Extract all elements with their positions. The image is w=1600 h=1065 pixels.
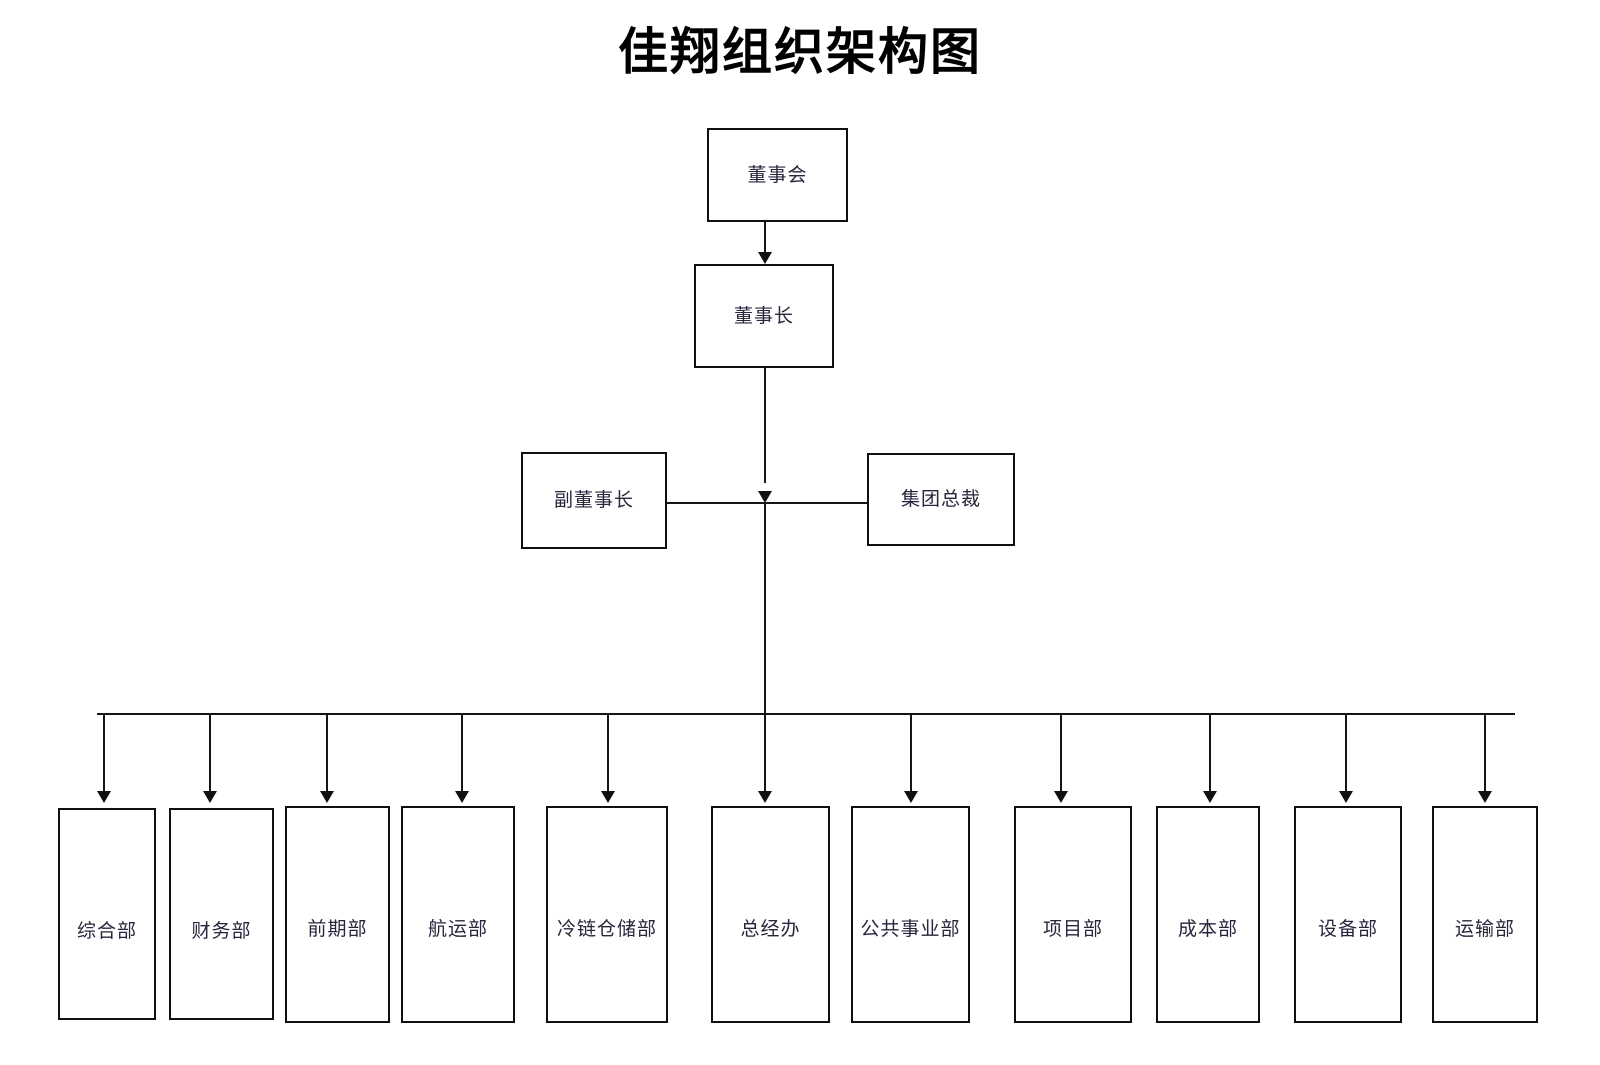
node-label-dept8: 项目部 (1042, 918, 1103, 940)
arrowhead-dept6 (758, 791, 772, 803)
node-label-dept11: 运输部 (1454, 918, 1515, 940)
node-label-chairman: 董事长 (733, 304, 794, 327)
node-board[interactable]: 董事会 (707, 128, 848, 222)
node-department-preliminary[interactable]: 前期部 (285, 806, 390, 1023)
arrowhead-dept5 (601, 791, 615, 803)
drop-line-dept4 (461, 713, 463, 793)
node-department-cold-chain-warehousing[interactable]: 冷链仓储部 (546, 806, 668, 1023)
arrowhead-dept4 (455, 791, 469, 803)
node-label-dept5: 冷链仓储部 (556, 918, 657, 940)
arrowhead-spine-junction (758, 491, 772, 503)
node-department-finance[interactable]: 财务部 (169, 808, 274, 1020)
drop-line-dept5 (607, 713, 609, 793)
node-department-public-utilities[interactable]: 公共事业部 (851, 806, 970, 1023)
node-label-dept4: 航运部 (427, 918, 488, 940)
node-label-dept3: 前期部 (307, 918, 368, 940)
drop-line-dept8 (1060, 713, 1062, 793)
node-label-group-president: 集团总裁 (900, 488, 981, 510)
arrowhead-dept1 (97, 791, 111, 803)
node-group-president[interactable]: 集团总裁 (867, 453, 1015, 546)
node-department-project[interactable]: 项目部 (1014, 806, 1132, 1023)
drop-line-dept6 (764, 713, 766, 793)
drop-line-dept10 (1345, 713, 1347, 793)
department-bus-line (97, 713, 1515, 715)
arrowhead-dept2 (203, 791, 217, 803)
connector-chairman-to-spine (764, 368, 766, 483)
node-chairman[interactable]: 董事长 (694, 264, 834, 368)
node-label-dept7: 公共事业部 (860, 918, 961, 940)
drop-line-dept1 (103, 713, 105, 793)
node-label-dept1: 综合部 (76, 920, 137, 942)
node-department-equipment[interactable]: 设备部 (1294, 806, 1402, 1023)
arrowhead-chairman (758, 252, 772, 264)
connector-board-to-chairman (764, 222, 766, 252)
arrowhead-dept8 (1054, 791, 1068, 803)
page-title: 佳翔组织架构图 (618, 22, 982, 81)
drop-line-dept2 (209, 713, 211, 793)
drop-line-dept7 (910, 713, 912, 793)
node-department-general-managers-office[interactable]: 总经办 (711, 806, 830, 1023)
node-label-dept10: 设备部 (1317, 918, 1378, 940)
connector-spine-to-president (765, 502, 867, 504)
node-label-vice-chairman: 副董事长 (553, 489, 634, 511)
node-label-dept2: 财务部 (191, 920, 252, 942)
arrowhead-dept9 (1203, 791, 1217, 803)
arrowhead-dept10 (1339, 791, 1353, 803)
connector-spine-to-bus (764, 502, 766, 715)
drop-line-dept3 (326, 713, 328, 793)
node-department-shipping[interactable]: 航运部 (401, 806, 515, 1023)
node-department-general-affairs[interactable]: 综合部 (58, 808, 156, 1020)
node-department-transportation[interactable]: 运输部 (1432, 806, 1538, 1023)
node-label-dept6: 总经办 (740, 918, 801, 940)
arrowhead-dept7 (904, 791, 918, 803)
drop-line-dept11 (1484, 713, 1486, 793)
drop-line-dept9 (1209, 713, 1211, 793)
node-department-cost[interactable]: 成本部 (1156, 806, 1260, 1023)
node-label-board: 董事会 (747, 163, 808, 186)
connector-vicechair-to-spine (667, 502, 765, 504)
node-vice-chairman[interactable]: 副董事长 (521, 452, 667, 549)
arrowhead-dept3 (320, 791, 334, 803)
arrowhead-dept11 (1478, 791, 1492, 803)
node-label-dept9: 成本部 (1177, 918, 1238, 940)
